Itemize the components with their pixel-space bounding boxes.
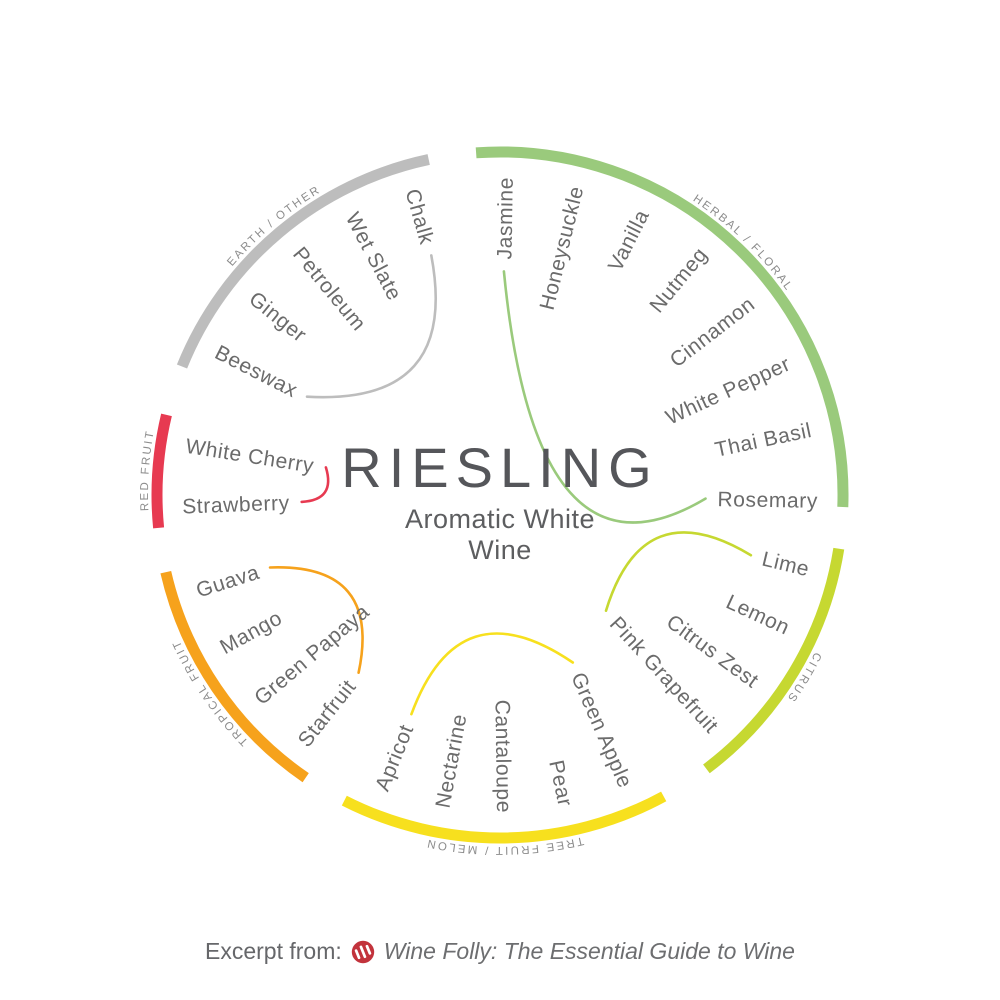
flavor-label: Beeswax bbox=[211, 341, 301, 402]
flavor-label: Mango bbox=[216, 606, 286, 659]
section-inner-bracket bbox=[305, 254, 437, 399]
section-arc bbox=[176, 154, 430, 369]
footer-credit: Excerpt from: Wine Folly: The Essential … bbox=[0, 938, 1000, 965]
section-name-curved-label: HERBAL / FLORAL bbox=[691, 193, 795, 294]
flavor-label: Rosemary bbox=[717, 488, 818, 513]
section-inner-bracket bbox=[502, 270, 707, 524]
flavor-label: Wet Slate bbox=[341, 209, 406, 305]
flavor-label: Chalk bbox=[400, 186, 438, 247]
flavor-label: Green Apple bbox=[566, 669, 636, 791]
flavor-label: Ginger bbox=[244, 287, 310, 347]
flavor-label: Lemon bbox=[723, 591, 794, 640]
section-inner-bracket bbox=[268, 566, 364, 674]
section-inner-bracket bbox=[604, 531, 753, 612]
wine-folly-logo-icon bbox=[351, 940, 374, 963]
page-title: RIESLING bbox=[341, 436, 659, 499]
flavor-label: Starfruit bbox=[294, 676, 361, 752]
flavor-label: Apricot bbox=[371, 721, 418, 794]
page-subtitle: Aromatic White Wine bbox=[0, 504, 1000, 566]
flavor-label: Cinnamon bbox=[666, 293, 760, 373]
flavor-label: Vanilla bbox=[604, 206, 654, 275]
flavor-label: Jasmine bbox=[493, 177, 517, 260]
footer-prefix: Excerpt from: bbox=[205, 938, 342, 964]
section-inner-bracket bbox=[410, 632, 575, 716]
section-name-curved-label: TROPICAL FRUIT bbox=[170, 637, 250, 747]
flavor-label: Guava bbox=[193, 561, 262, 602]
section-arc bbox=[475, 146, 849, 508]
flavor-label: Nectarine bbox=[432, 712, 472, 810]
flavor-label: Strawberry bbox=[182, 492, 290, 519]
section-inner-bracket bbox=[300, 466, 330, 504]
section-brackets bbox=[268, 254, 753, 716]
section-arc bbox=[341, 791, 667, 844]
flavor-label: Honeysuckle bbox=[536, 184, 589, 313]
subtitle-line-2: Wine bbox=[468, 535, 532, 565]
flavor-label: Nutmeg bbox=[645, 243, 712, 317]
footer-source: Wine Folly: The Essential Guide to Wine bbox=[383, 938, 795, 964]
section-arc bbox=[160, 570, 309, 783]
section-arc bbox=[703, 547, 845, 774]
subtitle-line-1: Aromatic White bbox=[404, 504, 596, 534]
section-bands bbox=[151, 146, 849, 844]
flavor-label: Cantaloupe bbox=[490, 699, 515, 813]
flavor-label: Pear bbox=[544, 758, 576, 809]
section-arc bbox=[151, 413, 172, 529]
